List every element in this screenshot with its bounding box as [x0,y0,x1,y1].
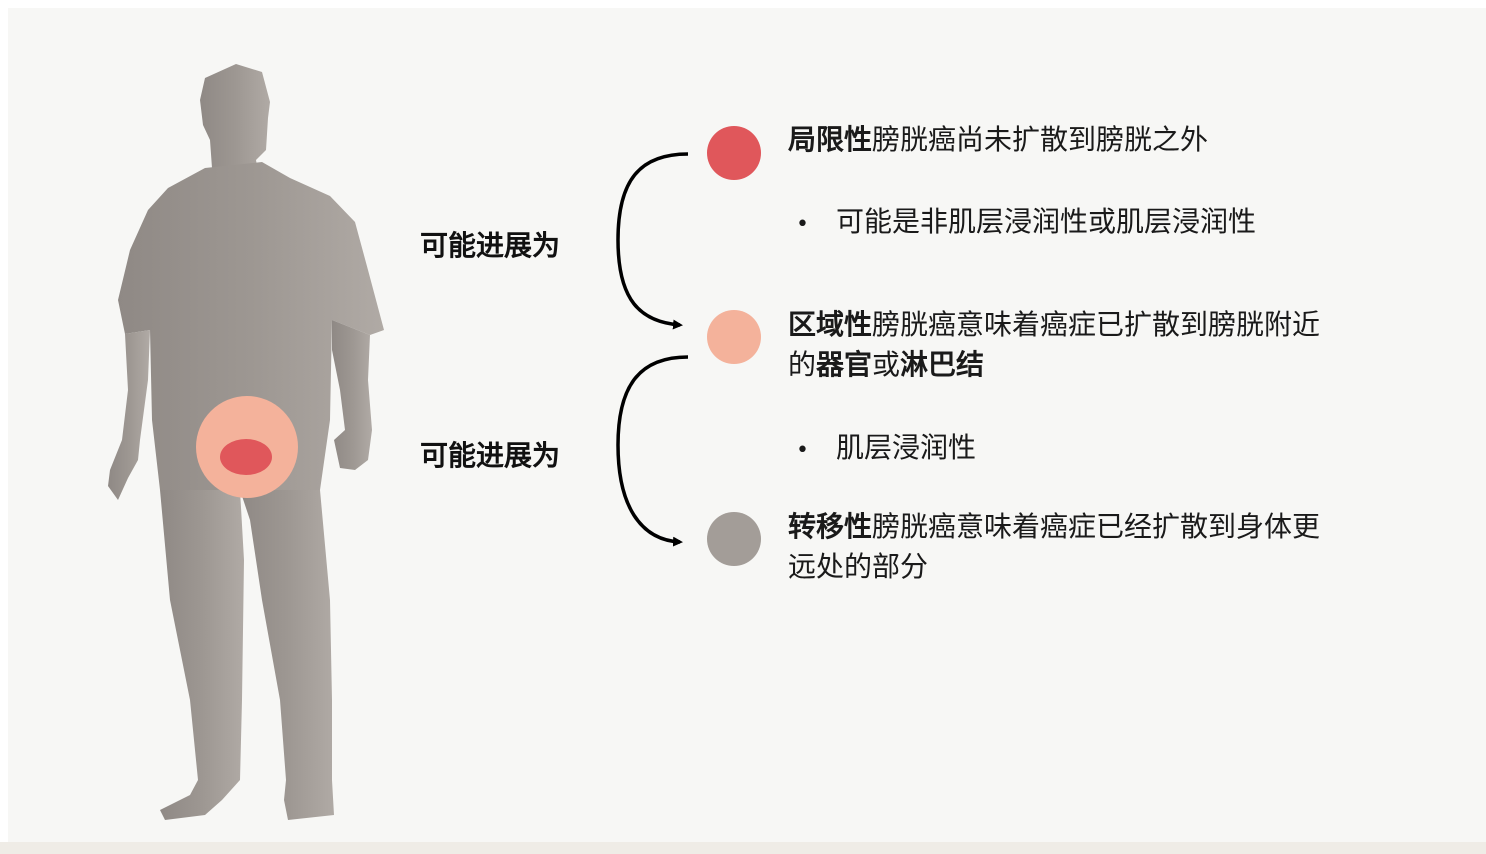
bullet-invasion-1: • 可能是非肌层浸润性或肌层浸润性 [796,202,1256,245]
local-stage-term: 局限性 [788,123,873,156]
regional-or: 或 [872,348,901,381]
arrow-local-to-regional [616,152,689,330]
distant-stage-term: 转移性 [788,510,873,543]
distant-stage-desc: 膀胱癌意味着癌症已经扩散到身体更远处的部分 [788,510,1321,583]
progress-label-1: 可能进展为 [420,229,561,262]
bullet-mark: • [796,212,809,237]
progress-label-2: 可能进展为 [420,439,561,472]
distant-stage-dot [707,512,761,566]
local-stage-dot [707,126,761,180]
local-stage-desc: 膀胱癌尚未扩散到膀胱之外 [872,123,1209,156]
bullet-text-1: 可能是非肌层浸润性或肌层浸润性 [836,205,1257,238]
regional-stage-term: 区域性 [788,308,873,341]
bottom-strip [0,842,1486,854]
regional-stage-dot [707,310,761,364]
bullet-invasion-2: • 肌层浸润性 [796,428,976,471]
bullet-text-2: 肌层浸润性 [836,431,977,464]
local-stage-text: 局限性膀胱癌尚未扩散到膀胱之外 [788,120,1388,160]
regional-stage-desc: 膀胱癌意味着癌症已扩散到膀胱附近的 [788,308,1321,381]
arrow-regional-to-distant [616,355,689,547]
local-tumor-ellipse [220,439,272,475]
organs-term: 器官 [816,348,873,381]
lymph-nodes-term: 淋巴结 [900,348,985,381]
bullet-mark: • [796,438,809,463]
regional-stage-text: 区域性膀胱癌意味着癌症已扩散到膀胱附近的器官或淋巴结 [788,305,1336,385]
distant-stage-text: 转移性膀胱癌意味着癌症已经扩散到身体更远处的部分 [788,507,1336,587]
